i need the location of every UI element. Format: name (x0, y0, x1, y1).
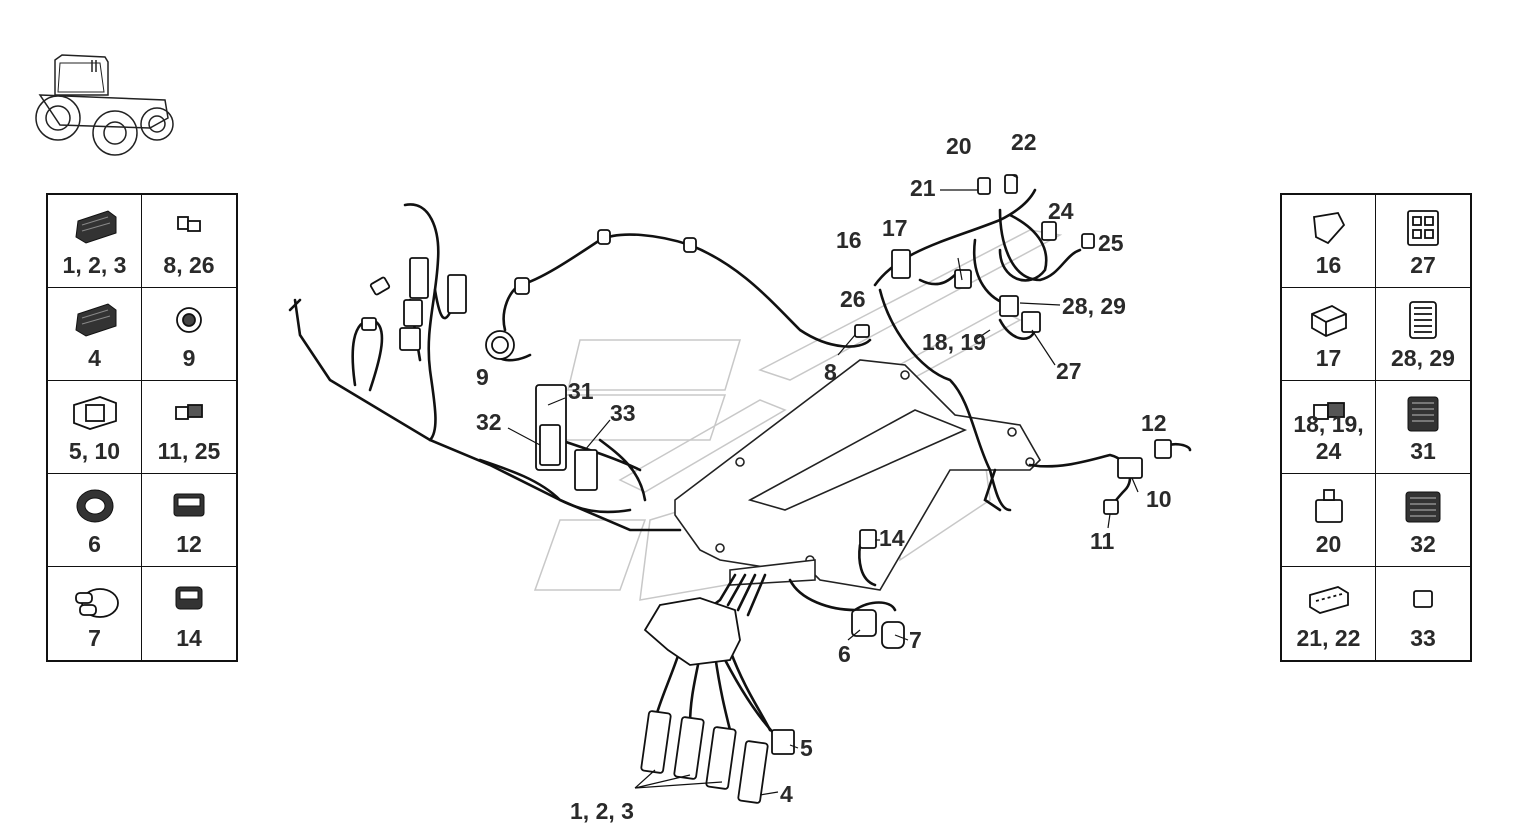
legend-label: 8, 26 (163, 252, 215, 278)
legend-cell: 33 (1376, 567, 1470, 660)
legend-cell: 16 (1282, 195, 1376, 288)
connector-small-icon (175, 404, 203, 420)
callout-8: 8 (824, 359, 837, 385)
callout-12: 12 (1141, 410, 1167, 436)
legend-label: 1, 2, 3 (62, 252, 127, 278)
callout-27: 27 (1056, 358, 1082, 384)
legend-label: 6 (88, 531, 101, 557)
callout-20: 20 (946, 133, 972, 159)
callout-1-2-3: 1, 2, 3 (570, 798, 634, 824)
round-connector-icon (176, 307, 202, 333)
legend-cell: 21, 22 (1282, 567, 1376, 660)
callout-6: 6 (838, 641, 851, 667)
legend-cell: 4 (48, 288, 142, 381)
legend-cell: 12 (142, 474, 236, 567)
legend-cell: 6 (48, 474, 142, 567)
box-connector-icon (1311, 305, 1347, 337)
legend-label: 17 (1315, 345, 1342, 371)
legend-cell: 31 (1376, 381, 1470, 474)
legend-label: 18, 19, 24 (1293, 411, 1364, 464)
callout-17: 17 (882, 215, 908, 241)
box-connector-icon (1413, 590, 1433, 608)
callout-24: 24 (1048, 198, 1074, 224)
legend-cell: 11, 25 (142, 381, 236, 474)
callout-28-29: 28, 29 (1062, 293, 1126, 319)
callout-32: 32 (476, 409, 502, 435)
legend-label: 28, 29 (1391, 345, 1455, 371)
legend-cell: 8, 26 (142, 195, 236, 288)
callout-21: 21 (910, 175, 936, 201)
legend-cell: 7 (48, 567, 142, 660)
legend-cell: 18, 19, 24 (1282, 381, 1376, 474)
legend-cell: 27 (1376, 195, 1470, 288)
legend-label: 14 (176, 625, 202, 651)
legend-label: 7 (88, 625, 101, 651)
legend-cell: 9 (142, 288, 236, 381)
legend-label: 16 (1315, 252, 1342, 278)
callout-16: 16 (836, 227, 862, 253)
callout-31: 31 (568, 378, 594, 404)
leader-lines (507, 174, 1139, 796)
connector-small-icon (1313, 402, 1345, 420)
legend-label: 31 (1410, 438, 1436, 464)
multi-pin-connector-icon (1405, 491, 1441, 523)
callout-11: 11 (1090, 528, 1115, 554)
oval-connector-icon (76, 489, 114, 523)
callout-33: 33 (610, 400, 636, 426)
double-sensor-icon (75, 588, 119, 618)
connector-medium-icon (175, 586, 203, 610)
connector-large-icon (75, 303, 117, 337)
legend-cell: 20 (1282, 474, 1376, 567)
legend-cell: 5, 10 (48, 381, 142, 474)
legend-label: 5, 10 (68, 438, 121, 464)
mounting-plate (674, 359, 1041, 591)
legend-label: 20 (1315, 531, 1342, 557)
flange-connector-icon (73, 396, 117, 430)
legend-label: 21, 22 (1296, 625, 1361, 651)
legend-label: 12 (176, 531, 202, 557)
legend-cell: 32 (1376, 474, 1470, 567)
callout-14: 14 (879, 525, 905, 551)
multi-pin-connector-icon (1407, 396, 1439, 432)
connector-large-icon (75, 210, 117, 244)
callout-26: 26 (840, 286, 866, 312)
callout-18-19: 18, 19 (922, 329, 986, 355)
legend-cell: 1, 2, 3 (48, 195, 142, 288)
legend-left: 1, 2, 3 8, 26 4 9 5, 10 11, 25 6 12 7 14 (46, 193, 238, 662)
legend-right: 16 27 17 28, 29 18, 19, 24 31 20 32 21, … (1280, 193, 1472, 662)
callout-4: 4 (780, 781, 793, 807)
legend-label: 33 (1410, 625, 1436, 651)
callout-5: 5 (800, 735, 813, 761)
callout-7: 7 (909, 627, 922, 653)
tractor-icon (35, 54, 174, 156)
legend-label: 27 (1410, 252, 1436, 278)
relay-socket-icon (1407, 210, 1439, 246)
legend-label: 4 (88, 345, 101, 371)
latch-connector-icon (1315, 489, 1343, 523)
callout-10: 10 (1146, 486, 1172, 512)
multi-pin-connector-icon (1409, 301, 1437, 339)
connector-small-icon (177, 216, 201, 232)
connector-medium-icon (173, 493, 205, 517)
legend-label: 32 (1410, 531, 1436, 557)
callout-25: 25 (1098, 230, 1124, 256)
connector-parts (361, 174, 1172, 804)
flat-connector-icon (1309, 586, 1349, 614)
legend-cell: 14 (142, 567, 236, 660)
legend-cell: 28, 29 (1376, 288, 1470, 381)
callout-9: 9 (476, 364, 489, 390)
legend-label: 9 (182, 345, 196, 371)
legend-label: 11, 25 (157, 438, 221, 464)
angled-connector-icon (1313, 212, 1346, 245)
legend-cell: 17 (1282, 288, 1376, 381)
callout-22: 22 (1011, 129, 1037, 155)
